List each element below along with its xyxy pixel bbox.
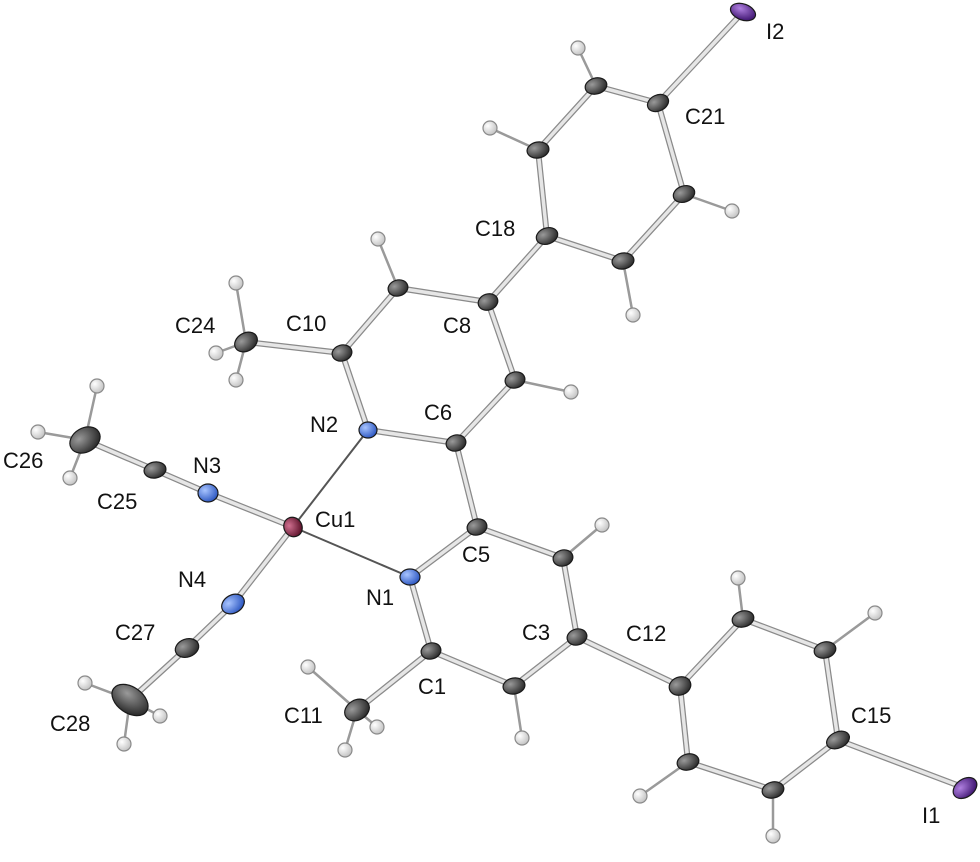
- carbon-atom: [731, 610, 755, 628]
- atom-label-c27: C27: [115, 620, 155, 645]
- carbon-atom: [552, 549, 574, 567]
- carbon-atom-c12: [668, 676, 692, 696]
- carbon-atom: [611, 252, 635, 270]
- hydrogen-atom: [625, 307, 641, 323]
- carbon-atom-c5: [466, 518, 488, 536]
- atom-label-i1: I1: [922, 803, 940, 828]
- carbon-atom: [813, 641, 837, 659]
- bond-cu1-n2: [292, 429, 369, 528]
- hydrogen-atom: [208, 345, 224, 361]
- carbon-atom-c18: [535, 226, 559, 246]
- bond-cu1-n1: [292, 526, 411, 578]
- hydrogen-atom: [89, 378, 105, 394]
- atom-label-c26: C26: [3, 448, 43, 473]
- atom-label-layer: I2 C21 C18 C24 C10 C8 N2 C6 C26 N3 C25 C…: [3, 19, 940, 828]
- hydrogen-atom: [765, 828, 781, 844]
- carbon-atom: [504, 371, 526, 389]
- atom-label-c15: C15: [851, 703, 891, 728]
- hydrogen-atom: [594, 517, 610, 533]
- carbon-atom-c15: [826, 730, 850, 750]
- carbon-atom: [502, 677, 526, 695]
- atom-label-c11: C11: [284, 703, 323, 728]
- hydrogen-atom: [632, 788, 648, 804]
- atom-label-c28: C28: [50, 711, 90, 736]
- hydrogen-atom: [482, 120, 498, 136]
- hydrogen-atom: [724, 203, 740, 219]
- carbon-atom-c24: [234, 331, 258, 353]
- hydrogen-atom: [730, 570, 746, 586]
- hydrogen-atom: [337, 742, 353, 758]
- nitrogen-atom-n4: [221, 593, 245, 615]
- hydrogen-atom: [228, 372, 244, 388]
- atom-label-n1: N1: [366, 585, 394, 610]
- atom-label-c6: C6: [424, 400, 452, 425]
- carbon-atom: [676, 753, 700, 771]
- copper-atom-cu1: [283, 516, 303, 538]
- atom-label-c12: C12: [626, 621, 666, 646]
- carbon-atom-c6: [445, 434, 467, 452]
- carbon-atom: [672, 184, 696, 204]
- atom-label-n3: N3: [193, 453, 221, 478]
- atom-label-c1: C1: [418, 674, 446, 699]
- atom-label-c3: C3: [522, 620, 550, 645]
- carbon-atom: [584, 77, 608, 95]
- hydrogen-atom: [514, 730, 530, 746]
- nitrogen-atom-n3: [197, 483, 219, 503]
- hydrogen-atom: [300, 659, 316, 675]
- carbon-atom-c27: [174, 637, 200, 659]
- carbon-atom: [387, 279, 409, 297]
- nitrogen-atom-n1: [399, 568, 421, 586]
- carbon-atom-c25: [143, 461, 167, 479]
- hydrogen-atom: [228, 275, 244, 291]
- atom-label-n4: N4: [178, 567, 206, 592]
- atom-label-n2: N2: [310, 412, 338, 437]
- carbon-atom-c26: [69, 426, 101, 454]
- atom-label-c25: C25: [97, 489, 137, 514]
- carbon-atom: [526, 141, 550, 159]
- carbon-atom: [761, 781, 785, 799]
- iodine-atom-i1: [952, 776, 978, 800]
- atom-label-i2: I2: [766, 19, 784, 44]
- bond-layer: [36, 9, 968, 838]
- hydrogen-atom: [570, 40, 586, 56]
- atom-layer: [30, 2, 978, 844]
- carbon-atom-c10: [331, 344, 353, 362]
- atom-label-c18: C18: [475, 216, 515, 241]
- hydrogen-atom: [77, 675, 93, 691]
- iodine-atom-i2: [729, 2, 757, 22]
- atom-label-cu1: Cu1: [315, 507, 355, 532]
- hydrogen-atom: [369, 719, 385, 735]
- carbon-atom-c8: [477, 293, 499, 311]
- carbon-atom-c3: [566, 628, 588, 646]
- hydrogen-atom: [116, 736, 132, 752]
- hydrogen-atom: [867, 605, 883, 621]
- nitrogen-atom-n2: [358, 421, 378, 439]
- carbon-atom-c28: [111, 683, 149, 717]
- hydrogen-atom: [152, 708, 168, 724]
- carbon-atom-c11: [344, 698, 370, 722]
- atom-label-c10: C10: [286, 311, 326, 336]
- carbon-atom-c1: [420, 642, 442, 660]
- atom-label-c21: C21: [685, 104, 725, 129]
- hydrogen-atom: [370, 231, 386, 247]
- hydrogen-atom: [62, 470, 78, 486]
- hydrogen-atom: [30, 424, 46, 440]
- atom-label-c8: C8: [443, 313, 471, 338]
- atom-label-c24: C24: [175, 313, 215, 338]
- atom-label-c5: C5: [462, 542, 490, 567]
- hydrogen-atom: [563, 384, 579, 400]
- carbon-atom-c21: [646, 93, 670, 113]
